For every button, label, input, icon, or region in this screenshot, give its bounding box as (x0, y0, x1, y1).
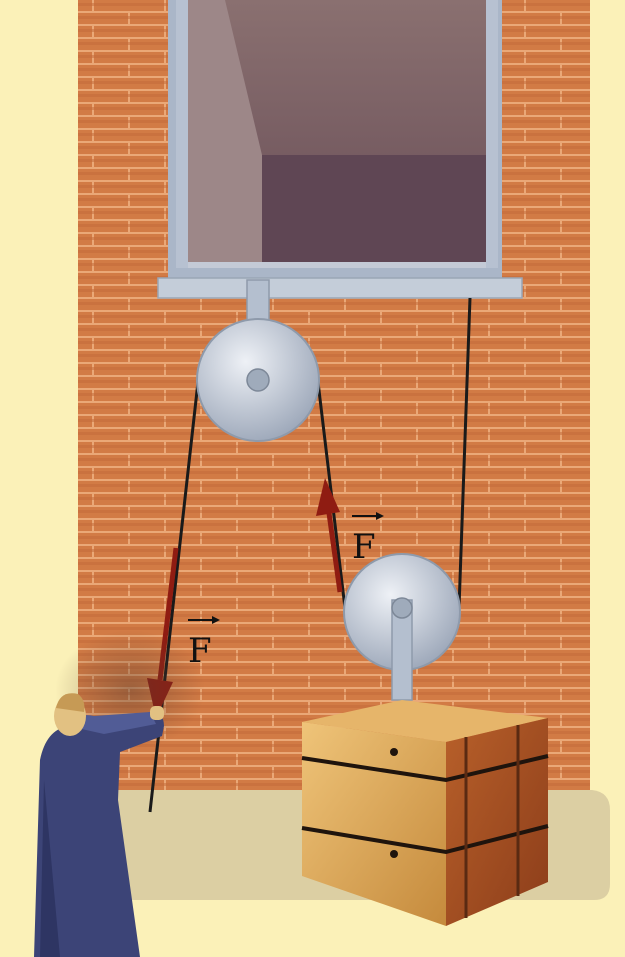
svg-text:F: F (352, 527, 376, 567)
window-sill (158, 278, 522, 298)
window (168, 0, 502, 280)
